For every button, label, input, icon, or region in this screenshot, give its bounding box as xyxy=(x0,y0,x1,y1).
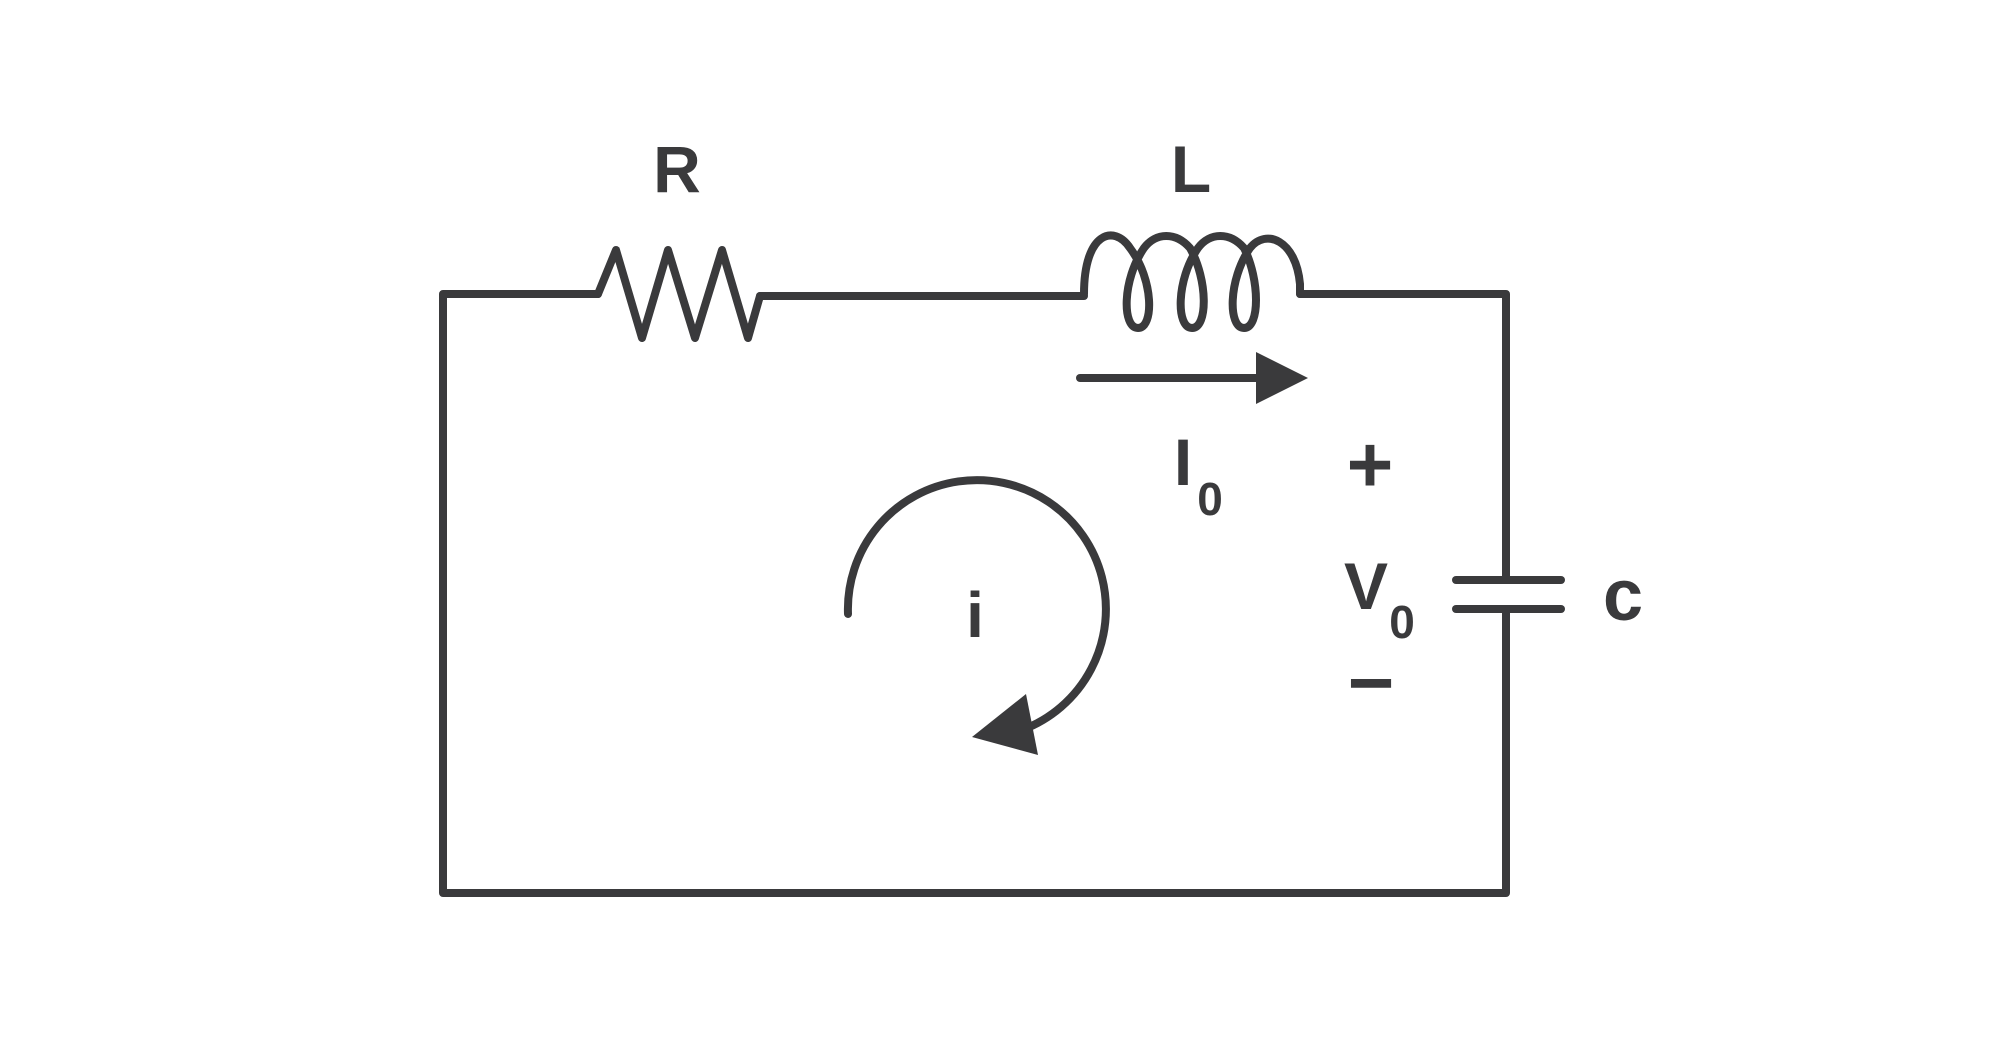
loop-current-arrow-head xyxy=(972,694,1038,755)
capacitor-label: c xyxy=(1603,556,1643,636)
loop-current-label: i xyxy=(966,579,984,651)
plus-sign: + xyxy=(1347,420,1394,509)
left-wire xyxy=(439,290,1510,897)
current-label-subscript: 0 xyxy=(1197,473,1223,525)
voltage-label: V xyxy=(1344,549,1388,623)
loop-current-arc xyxy=(843,476,1110,734)
current-label: I xyxy=(1174,425,1192,499)
minus-sign: − xyxy=(1348,638,1395,727)
inductor-label: L xyxy=(1171,132,1211,206)
current-arrow-head xyxy=(1256,352,1308,404)
resistor-zigzag xyxy=(594,246,764,342)
inductor-coil xyxy=(1080,231,1304,332)
top-right-wire xyxy=(1296,290,1510,580)
resistor-label: R xyxy=(653,132,701,206)
voltage-label-subscript: 0 xyxy=(1389,596,1415,648)
